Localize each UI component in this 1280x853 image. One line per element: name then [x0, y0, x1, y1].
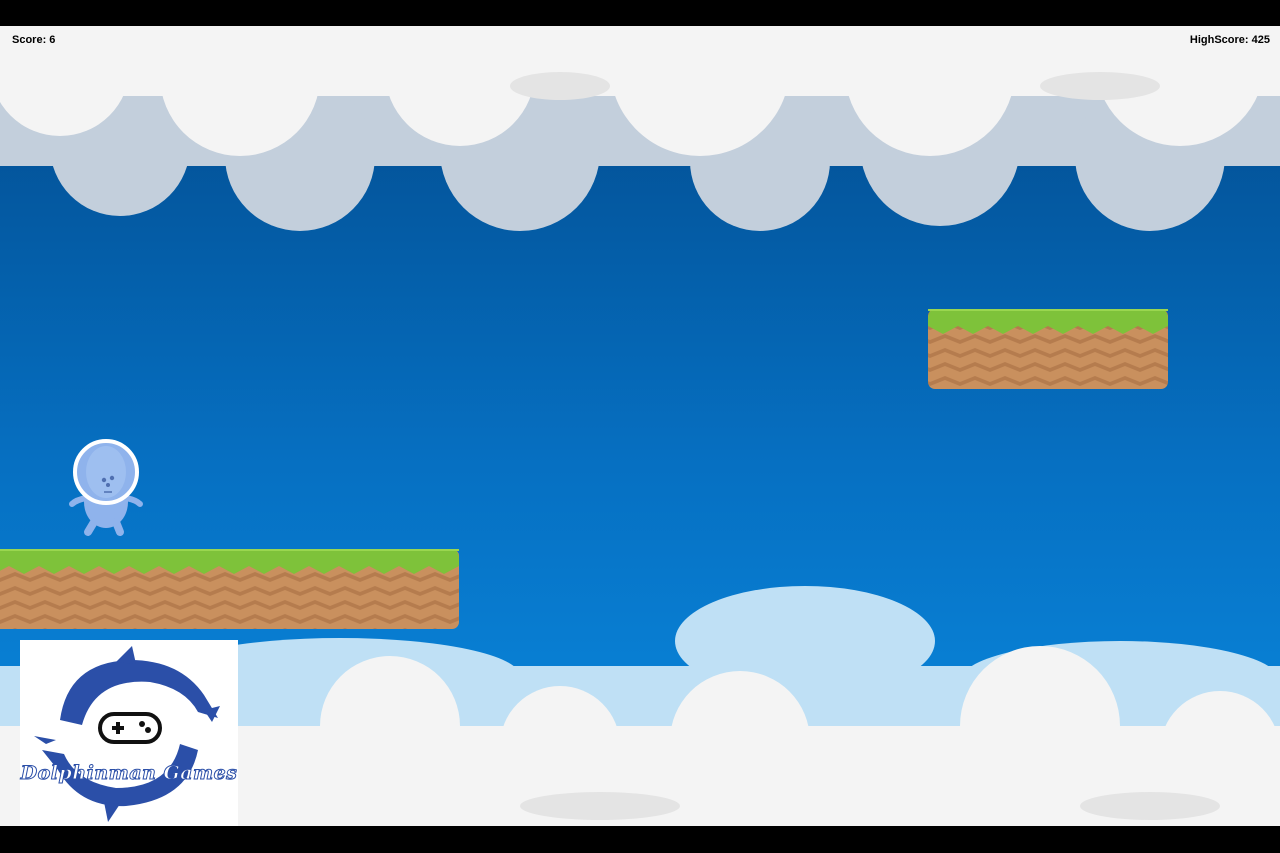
letterbox-bottom — [0, 826, 1280, 853]
game-viewport[interactable]: Score: 6 HighScore: 425 Dolphinman Games — [0, 26, 1280, 826]
score-label: Score: 6 — [12, 34, 56, 46]
dolphin-gamepad-logo-icon — [34, 646, 220, 822]
top-clouds — [0, 26, 1280, 231]
platform-floating — [928, 309, 1168, 389]
logo-text: Dolphinman Games — [20, 762, 238, 785]
dolphinman-logo: Dolphinman Games — [20, 640, 238, 826]
platform-ground — [0, 549, 459, 629]
highscore-label: HighScore: 425 — [1189, 34, 1270, 46]
letterbox-top — [0, 0, 1280, 26]
player-character — [69, 439, 143, 536]
